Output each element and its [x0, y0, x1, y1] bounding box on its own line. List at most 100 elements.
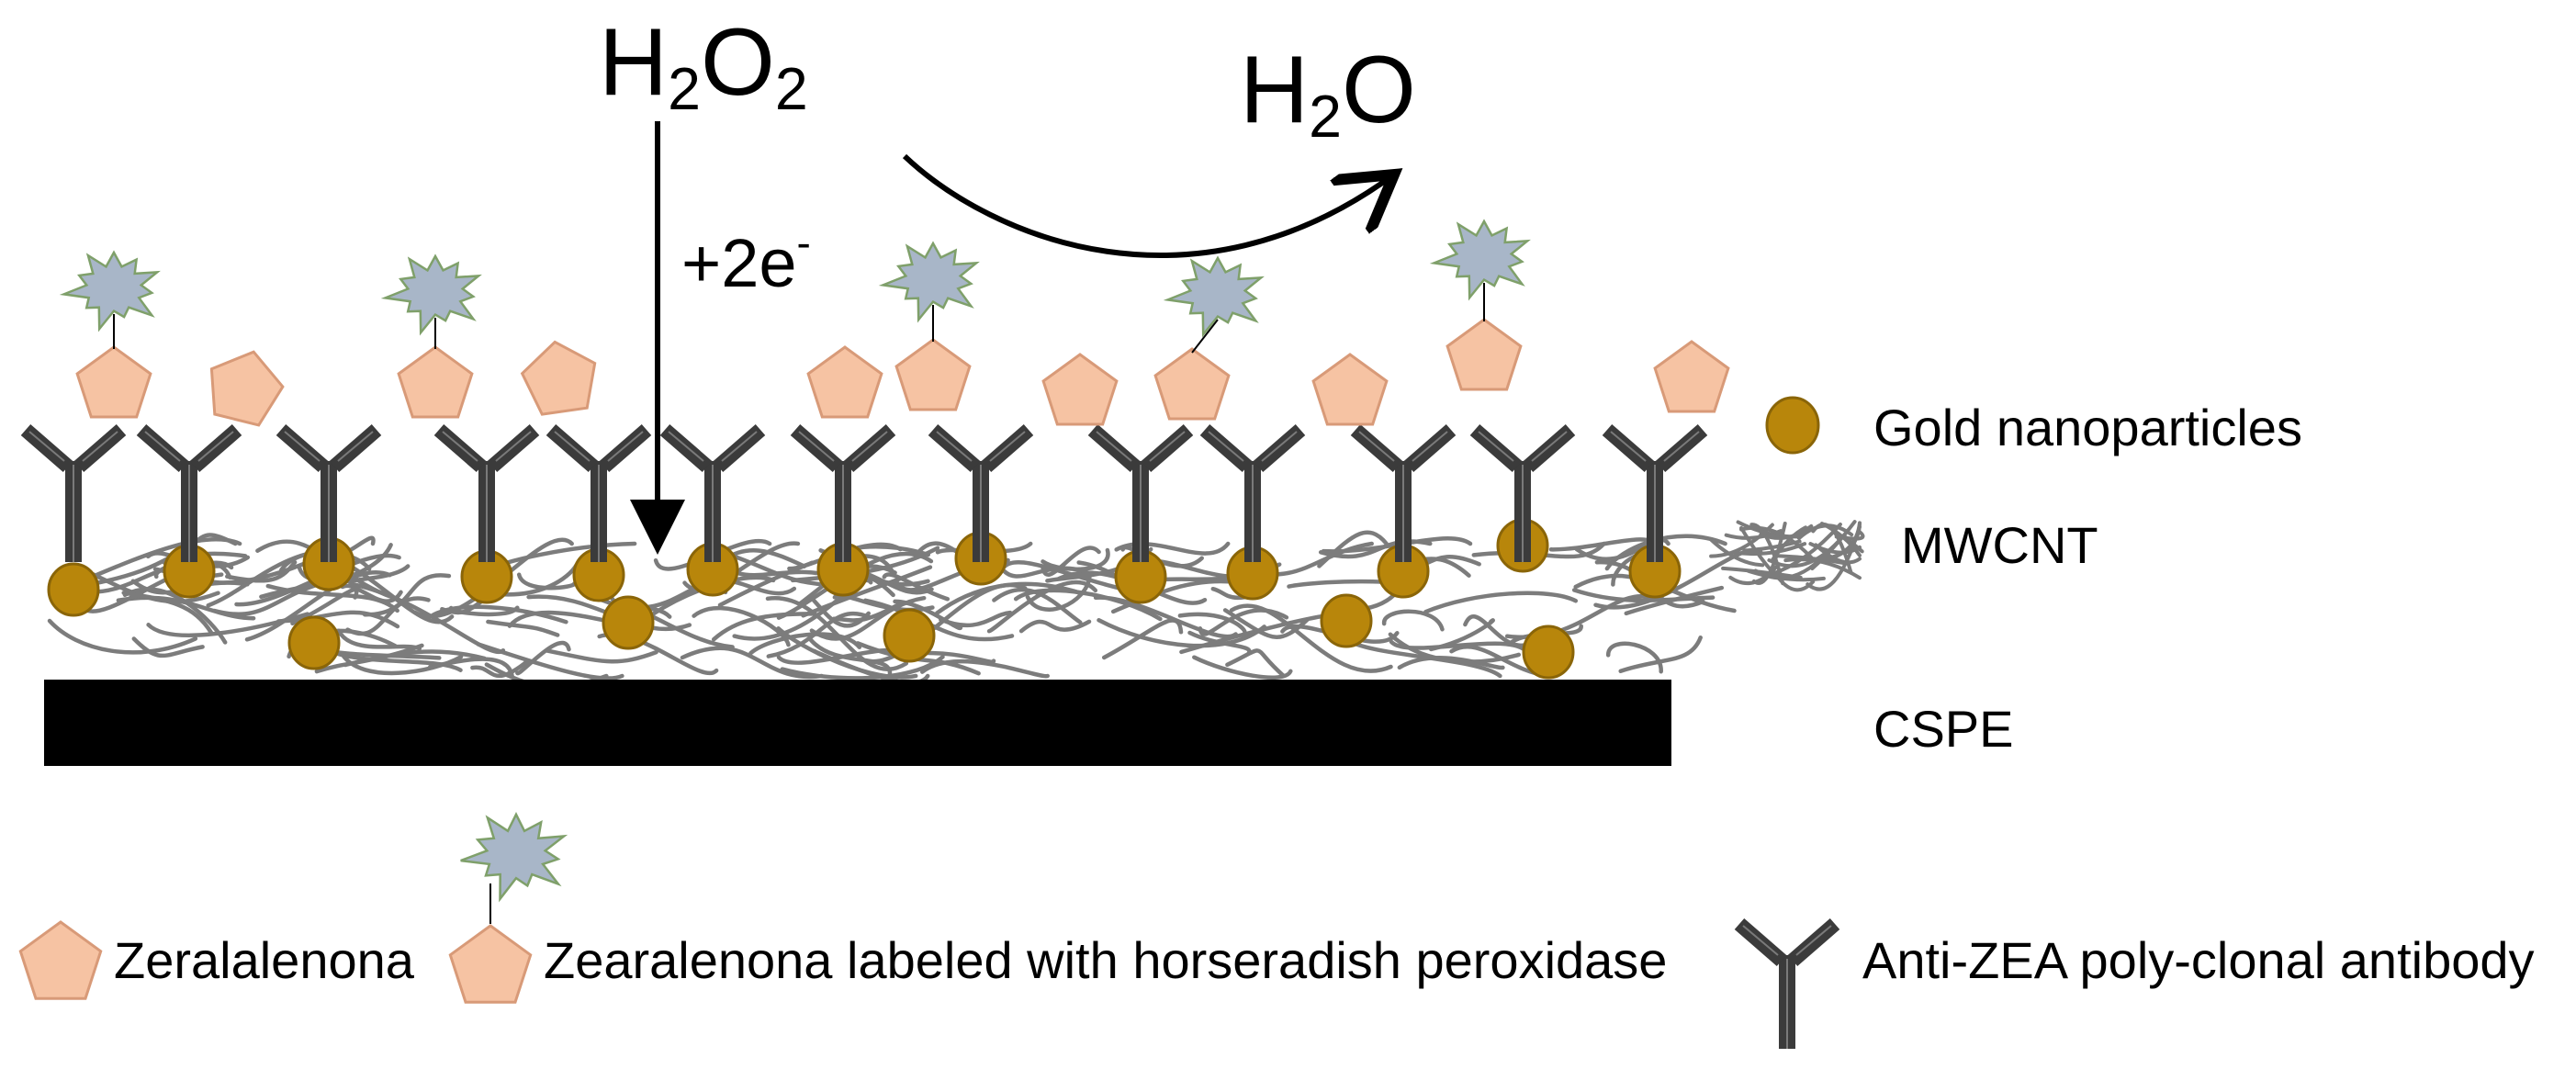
nanotube-strand — [711, 612, 817, 642]
nanotube-strand — [765, 596, 909, 672]
nanotube-strand — [348, 581, 506, 655]
nanotube-strand — [131, 636, 205, 658]
nanotube-strand — [362, 573, 452, 617]
antibody — [928, 423, 1034, 562]
nanotube-strand — [1097, 618, 1266, 648]
nanotube-strand — [717, 560, 815, 608]
nanotube-strand — [809, 595, 927, 641]
nanotube-strand — [1225, 648, 1287, 679]
nanotube-strand — [1709, 523, 1774, 558]
nanotube-strand — [997, 563, 1088, 579]
nanotube-strand — [259, 564, 411, 600]
nanotube-strand — [1101, 618, 1184, 660]
cspe-label: CSPE — [1873, 700, 2014, 758]
nanotube-strand — [1346, 638, 1502, 679]
nanotube-strand — [1041, 546, 1101, 577]
antibody — [1602, 423, 1708, 562]
nanotube-strand — [515, 640, 571, 676]
hrp-enzyme — [1163, 255, 1265, 354]
nanotube-strand — [869, 582, 1028, 664]
nanotube-strand — [544, 648, 658, 664]
nanotube-strand — [1471, 541, 1606, 559]
nanotube-strand — [939, 610, 1013, 628]
hrp-enzyme — [1429, 219, 1531, 321]
nanotube-strand — [1739, 525, 1774, 574]
nanotube-strand — [225, 559, 298, 583]
nanotube-strand — [748, 632, 862, 656]
nanotube-strand — [1428, 618, 1495, 652]
nanotube-strand — [1841, 534, 1864, 554]
gold-nanoparticle — [47, 562, 100, 617]
antibody — [20, 423, 127, 562]
nanotube-strand — [1423, 591, 1579, 614]
mwcnt-legend-symbol — [1708, 520, 1865, 592]
mwcnt-layer — [47, 530, 1763, 690]
nanotube-strand — [516, 572, 577, 591]
nanotube-strand — [812, 598, 872, 628]
nanotube-strand — [855, 641, 981, 676]
hrp-enzyme — [380, 253, 482, 349]
reaction-arrow — [902, 153, 1394, 258]
antibody — [276, 423, 382, 562]
zearalenone — [75, 345, 152, 419]
nanotube-strand — [1728, 562, 1781, 586]
zearalenone — [1653, 340, 1730, 413]
antibody — [1199, 423, 1306, 562]
hrp-enzyme — [878, 241, 980, 342]
nanotube-strand — [428, 604, 568, 625]
nanotube-strand — [1114, 541, 1231, 556]
antibody — [790, 423, 896, 562]
nanotube-strand — [146, 612, 309, 638]
nanotube-strand — [290, 587, 359, 626]
nanotube-strand — [1229, 603, 1393, 673]
nanotube-strand — [212, 582, 319, 616]
nanotube-strand — [116, 595, 256, 621]
nanotube-strand — [1767, 527, 1850, 568]
antibody — [1469, 423, 1576, 562]
gold-nanoparticle — [1320, 593, 1373, 648]
nanotube-strand — [470, 658, 531, 679]
zearalenone — [1153, 347, 1231, 421]
zea-legend-pentagon — [18, 920, 103, 1000]
nanotube-strand — [920, 658, 1050, 679]
mwcnt-label: MWCNT — [1901, 516, 2098, 574]
antibody-legend-label: Anti-ZEA poly-clonal antibody — [1862, 931, 2535, 989]
antibody-legend-symbol — [1734, 917, 1840, 1049]
nanotube-strand — [1187, 630, 1252, 657]
nanotube-strand — [1388, 632, 1522, 664]
gold-nanoparticle — [602, 595, 655, 650]
hrp-enzyme — [59, 250, 161, 349]
zearalenone — [806, 345, 883, 419]
nanotube-strand — [1381, 609, 1445, 632]
nanotube-strand — [47, 618, 198, 655]
nanotube-strand — [1732, 542, 1807, 557]
antibody — [546, 423, 652, 562]
nanotube-strand — [780, 655, 945, 681]
nanotube-strand — [90, 536, 242, 580]
nanotube-strand — [766, 611, 872, 658]
nanotube-strand — [692, 605, 791, 647]
antibody — [659, 423, 766, 562]
zearalenone — [894, 338, 972, 411]
nanotube-strand — [801, 565, 933, 618]
zea-layer — [75, 318, 1730, 427]
zea-legend-label: Zeralalenona — [114, 931, 414, 989]
nanotube-strand — [680, 646, 824, 680]
nanotube-strand — [336, 628, 422, 651]
hrp-layer — [59, 219, 1531, 354]
zea-hrp-legend-label: Zearalenona labeled with horseradish per… — [544, 931, 1668, 989]
nanotube-strand — [1624, 585, 1725, 616]
nanotube-strand — [1618, 635, 1703, 674]
gold-nanoparticles-label: Gold nanoparticles — [1873, 399, 2302, 456]
nanotube-strand — [1605, 641, 1663, 674]
zearalenone — [520, 340, 597, 416]
antibody — [1087, 423, 1194, 562]
nanotube-strand — [1708, 537, 1765, 568]
zearalenone — [1311, 353, 1389, 426]
gold-nanoparticle — [1522, 625, 1575, 680]
antibody-layer — [20, 423, 1708, 562]
gold-nanoparticle — [883, 608, 936, 663]
zearalenone — [1445, 318, 1523, 391]
nanotube-strand — [1746, 568, 1826, 582]
nanotube-strand — [1018, 619, 1092, 634]
